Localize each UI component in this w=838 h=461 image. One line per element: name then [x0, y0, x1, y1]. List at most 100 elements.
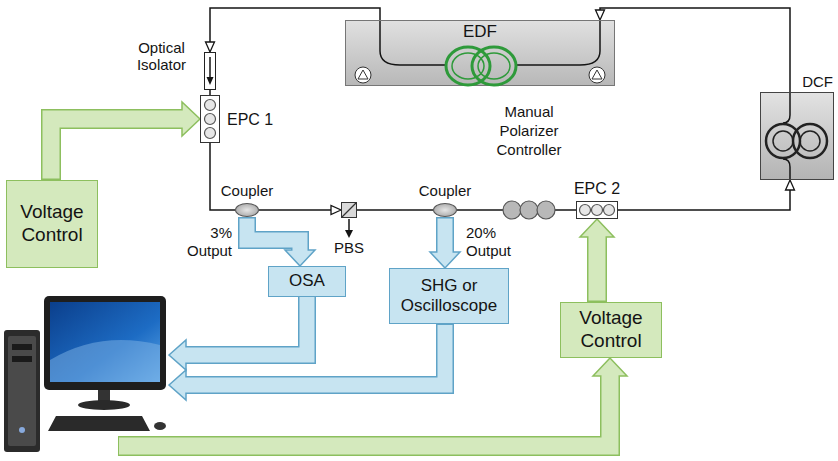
paddle-wheel [604, 205, 615, 216]
fiber-spool [800, 131, 820, 151]
fiber-connector [596, 8, 791, 92]
isolator-arrow [207, 77, 214, 85]
fiber-loop [472, 47, 516, 85]
instrument-box: OSA [268, 266, 346, 297]
paddle-wheel [205, 128, 216, 139]
fiber-loop [478, 53, 510, 79]
pump-symbol [355, 67, 371, 83]
arrow-head [580, 219, 614, 237]
arrow-head [182, 102, 200, 136]
node-label: SHG or Oscilloscope [396, 276, 502, 317]
polarization-controller: Manual Polarizer Controller [503, 199, 555, 221]
arrow-outline [118, 376, 610, 446]
block-arrow [247, 217, 315, 266]
leader-head [345, 230, 353, 238]
pump-symbol [358, 70, 368, 79]
node-label: Manual Polarizer Controller [484, 102, 574, 159]
paddle-wheels [503, 199, 555, 221]
arrow-outline [186, 324, 445, 385]
pbs-diagonal [342, 203, 356, 217]
node-label: Voltage Control [567, 307, 655, 353]
arrow-head [206, 42, 215, 52]
paddle-wheel [592, 205, 603, 216]
fiber-line [210, 143, 235, 210]
arrow-head [169, 340, 186, 370]
mouse [154, 422, 166, 430]
arrow-head [786, 180, 795, 190]
arrow-fill [184, 325, 445, 385]
paddle-wheel [503, 201, 521, 219]
node-label: EDF [346, 22, 614, 42]
node-label: PBS [334, 239, 364, 257]
fiber-loop [452, 53, 484, 79]
fiber-connector [618, 180, 795, 210]
fiber-connector [357, 210, 433, 211]
drive-bay [12, 356, 32, 362]
epc-controller: EPC 2 [576, 201, 618, 219]
paddle-wheel [205, 100, 216, 111]
pbs-cube: PBS [341, 202, 357, 218]
tower-case [4, 330, 40, 452]
fiber-spool [793, 124, 827, 158]
node-label: Voltage Control [13, 201, 91, 247]
voltage-control-box: Voltage Control [560, 302, 662, 358]
fiber-spool [766, 124, 800, 158]
data-arrow [169, 324, 445, 400]
fiber-lead [783, 93, 790, 123]
monitor [44, 296, 166, 410]
dcf-spool-box: DCF [760, 92, 834, 180]
dcf-spools [761, 93, 833, 179]
keyboard [48, 416, 150, 431]
power-led [19, 427, 25, 433]
monitor-bezel [44, 296, 166, 390]
tower-front [8, 336, 36, 446]
pbs-output-leader [345, 219, 353, 238]
pc-tower [4, 330, 40, 452]
arrow-fill [184, 297, 307, 355]
fiber-spool [773, 131, 793, 151]
data-arrow [169, 296, 307, 370]
node-label: DCF [802, 73, 833, 91]
node-label: OSA [289, 271, 325, 291]
isolator-arrow [205, 53, 215, 89]
leader-line [348, 219, 350, 231]
isolator-arrow [209, 57, 211, 78]
arrow-head [596, 10, 605, 20]
pump-symbol [592, 70, 602, 79]
pbs-diagonal [342, 203, 356, 217]
block-arrow [580, 219, 614, 302]
fiber-line [618, 190, 790, 210]
fiber-connector [457, 210, 503, 211]
node-label: Coupler [221, 182, 274, 200]
fiber-line [457, 209, 503, 211]
fiber-coupler: Coupler [235, 203, 259, 217]
control-arrow [118, 358, 627, 446]
fiber-connector [210, 143, 235, 210]
fiber-line [357, 209, 433, 211]
edf-amplifier-box: EDF [345, 20, 615, 86]
node-label: Optical Isolator [124, 39, 199, 73]
paddle-wheel [580, 205, 591, 216]
fiber-lead [516, 21, 600, 65]
voltage-control-box: Voltage Control [6, 180, 98, 268]
arrow-head [430, 252, 460, 268]
block-arrow [430, 217, 460, 268]
epc-controller: EPC 1 [200, 95, 220, 143]
arrow-fill [119, 374, 610, 446]
fiber-connector [555, 210, 576, 211]
paddle-wheels [201, 96, 219, 142]
paddle-wheels [577, 202, 617, 218]
fiber-coupler: Coupler [433, 203, 457, 217]
fiber-lead [380, 21, 446, 65]
arrow-head [331, 206, 341, 215]
block-arrow [51, 102, 200, 180]
fiber-line [600, 8, 790, 92]
arrow-fill [438, 219, 453, 255]
fiber-connector [259, 206, 341, 215]
optical-isolator: Optical Isolator [204, 52, 216, 90]
arrow-head [285, 250, 315, 266]
fiber-line [555, 209, 576, 211]
paddle-wheel [520, 201, 538, 219]
monitor-base [78, 400, 130, 410]
fiber-loop [446, 47, 490, 85]
